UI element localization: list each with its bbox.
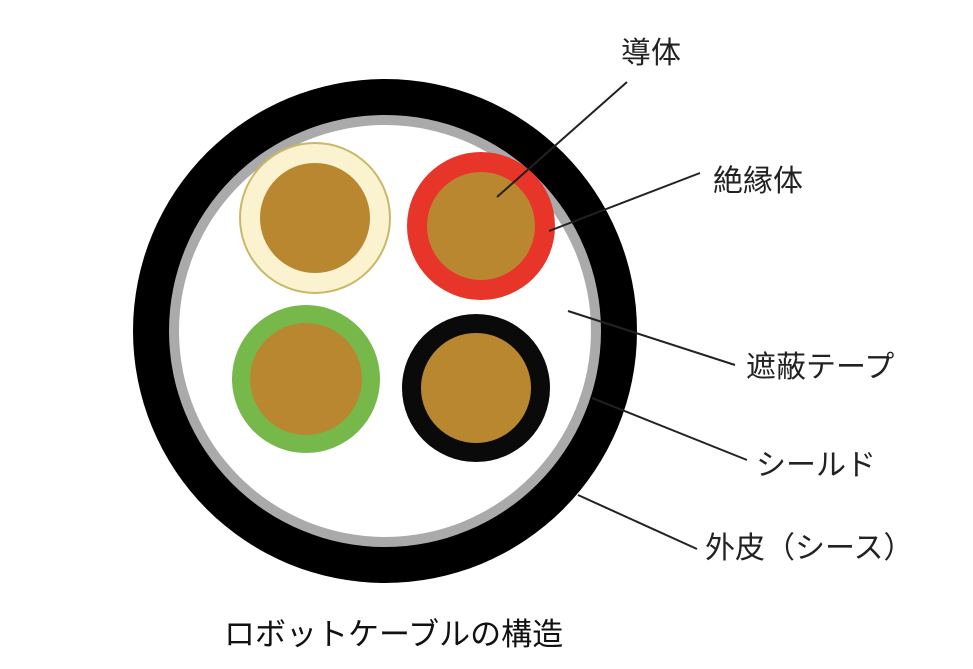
label-conductor: 導体 — [621, 36, 681, 71]
label-shield: シールド — [756, 448, 876, 483]
diagram-caption: ロボットケーブルの構造 — [224, 617, 563, 653]
label-shielding-tape: 遮蔽テープ — [746, 350, 894, 385]
leader-line-shielding-tape — [567, 310, 736, 366]
label-sheath: 外皮（シース） — [705, 531, 914, 566]
core-red — [407, 152, 555, 300]
conductor-core-1 — [260, 163, 370, 273]
core-green — [232, 305, 380, 453]
leader-line-sheath — [577, 494, 698, 550]
conductor-core-2 — [427, 172, 535, 280]
leader-line-shield — [591, 397, 748, 461]
core-black — [402, 314, 550, 462]
conductor-core-3 — [250, 323, 362, 435]
leader-line-conductor — [496, 81, 628, 198]
label-insulation: 絶縁体 — [713, 164, 803, 199]
labels: 導体 絶縁体 遮蔽テープ シールド 外皮（シース） — [621, 36, 914, 566]
leader-line-insulation — [548, 172, 701, 232]
cable-cross-section — [133, 79, 637, 583]
core-cream — [239, 142, 391, 294]
conductor-core-4 — [421, 333, 531, 443]
leader-lines — [496, 81, 748, 550]
